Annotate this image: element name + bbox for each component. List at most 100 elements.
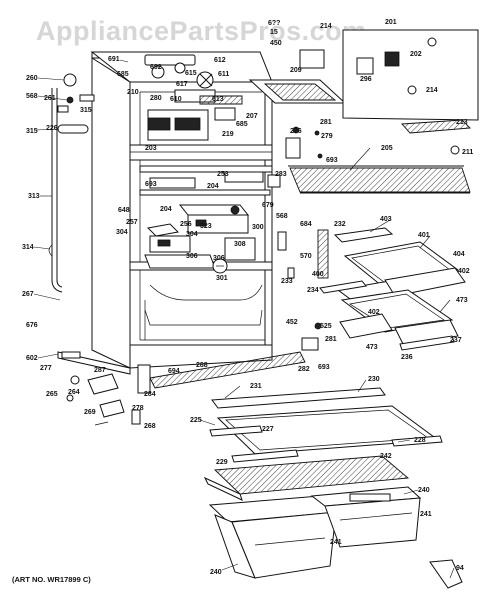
- part-label: 401: [418, 232, 430, 239]
- left-hardware: [57, 73, 95, 134]
- part-label: 232: [334, 221, 346, 228]
- freezer-rails: [139, 165, 273, 196]
- part-label: 283: [275, 171, 287, 178]
- freezer-back-panel: [342, 29, 479, 121]
- part-label: 617: [176, 81, 188, 88]
- part-label: 280: [150, 95, 162, 102]
- part-label: 282: [298, 366, 310, 373]
- part-label: 279: [321, 133, 333, 140]
- part-label: 525: [320, 323, 332, 330]
- part-label: 313: [28, 193, 40, 200]
- part-label: 684: [300, 221, 312, 228]
- part-label: 306: [186, 253, 198, 260]
- part-label: 209: [290, 67, 302, 74]
- part-label: 265: [46, 391, 58, 398]
- part-label: 229: [216, 459, 228, 466]
- part-label: 613: [212, 96, 224, 103]
- part-label: 287: [94, 367, 106, 374]
- part-label: 256: [180, 221, 192, 228]
- light-shield: [401, 119, 472, 134]
- part-label: 284: [144, 391, 156, 398]
- part-label: 210: [127, 89, 139, 96]
- part-label: 236: [401, 354, 413, 361]
- part-label: 219: [222, 131, 234, 138]
- temperature-control-assembly: [144, 204, 256, 274]
- part-label: 403: [380, 216, 392, 223]
- part-label: 260: [26, 75, 38, 82]
- part-label: 94: [456, 565, 464, 572]
- part-label: 228: [414, 437, 426, 444]
- part-label: 214: [426, 87, 438, 94]
- part-label: 304: [116, 229, 128, 236]
- part-label: 304: [186, 231, 198, 238]
- part-label: 281: [320, 119, 332, 126]
- part-label: 691: [108, 56, 120, 63]
- part-label: 225: [190, 417, 202, 424]
- part-label: 15: [270, 29, 278, 36]
- part-label: 685: [117, 71, 129, 78]
- toe-grille: [137, 351, 306, 394]
- part-label: 568: [26, 93, 38, 100]
- part-label: 253: [217, 171, 229, 178]
- part-label: 204: [160, 206, 172, 213]
- part-label: 693: [326, 157, 338, 164]
- part-label: 473: [366, 344, 378, 351]
- part-label: 214: [320, 23, 332, 30]
- ice-tray-bracket: [248, 49, 347, 104]
- part-label: 202: [410, 51, 422, 58]
- part-label: 612: [214, 57, 226, 64]
- part-label: 230: [368, 376, 380, 383]
- part-label: 268: [144, 423, 156, 430]
- part-label: 207: [246, 113, 258, 120]
- part-label: 240: [418, 487, 430, 494]
- part-label: 323: [200, 223, 212, 230]
- crisper-cover: [209, 387, 443, 463]
- part-label: 615: [185, 70, 197, 77]
- part-label: 402: [368, 309, 380, 316]
- part-label: 276: [290, 128, 302, 135]
- part-label: 278: [132, 405, 144, 412]
- part-label: 568: [276, 213, 288, 220]
- part-label: 404: [453, 251, 465, 258]
- part-label: 315: [80, 107, 92, 114]
- part-label: 452: [286, 319, 298, 326]
- part-label: 233: [281, 278, 293, 285]
- part-label: 473: [456, 297, 468, 304]
- part-label: 693: [145, 181, 157, 188]
- part-label: 213: [456, 119, 468, 126]
- part-label: 570: [300, 253, 312, 260]
- part-label: 314: [22, 244, 34, 251]
- part-label: 264: [68, 389, 80, 396]
- part-label: 602: [26, 355, 38, 362]
- art-number: (ART NO. WR17899 C): [12, 575, 91, 584]
- part-label: 611: [218, 71, 229, 78]
- part-label: 201: [385, 19, 397, 26]
- fresh-food-shelves: [319, 227, 466, 351]
- leveling-legs: [61, 351, 141, 426]
- part-number-labels: 691 6?? 15 450 214 201 202 260 209 296 5…: [22, 19, 473, 576]
- part-label: 205: [381, 145, 393, 152]
- part-label: 402: [458, 268, 470, 275]
- part-label: 226: [46, 125, 58, 132]
- part-label: 296: [360, 76, 372, 83]
- part-label: 308: [234, 241, 246, 248]
- shelf-supports: [277, 229, 329, 351]
- part-label: 693: [318, 364, 330, 371]
- part-label: 211: [462, 149, 473, 156]
- crisper-slide: [429, 559, 463, 589]
- part-label: 676: [26, 322, 38, 329]
- part-label: 315: [26, 128, 38, 135]
- part-label: 227: [262, 426, 274, 433]
- part-label: 6??: [268, 20, 280, 27]
- part-label: 237: [450, 337, 462, 344]
- part-label: 269: [84, 409, 96, 416]
- part-label: 241: [330, 539, 342, 546]
- site-watermark: AppliancePartsPros.com: [36, 16, 367, 46]
- hinge-assembly: [267, 126, 460, 188]
- part-label: 648: [118, 207, 130, 214]
- part-label: 261: [44, 95, 56, 102]
- part-label: 203: [145, 145, 157, 152]
- part-label: 450: [270, 40, 282, 47]
- drain-tube: [48, 88, 63, 293]
